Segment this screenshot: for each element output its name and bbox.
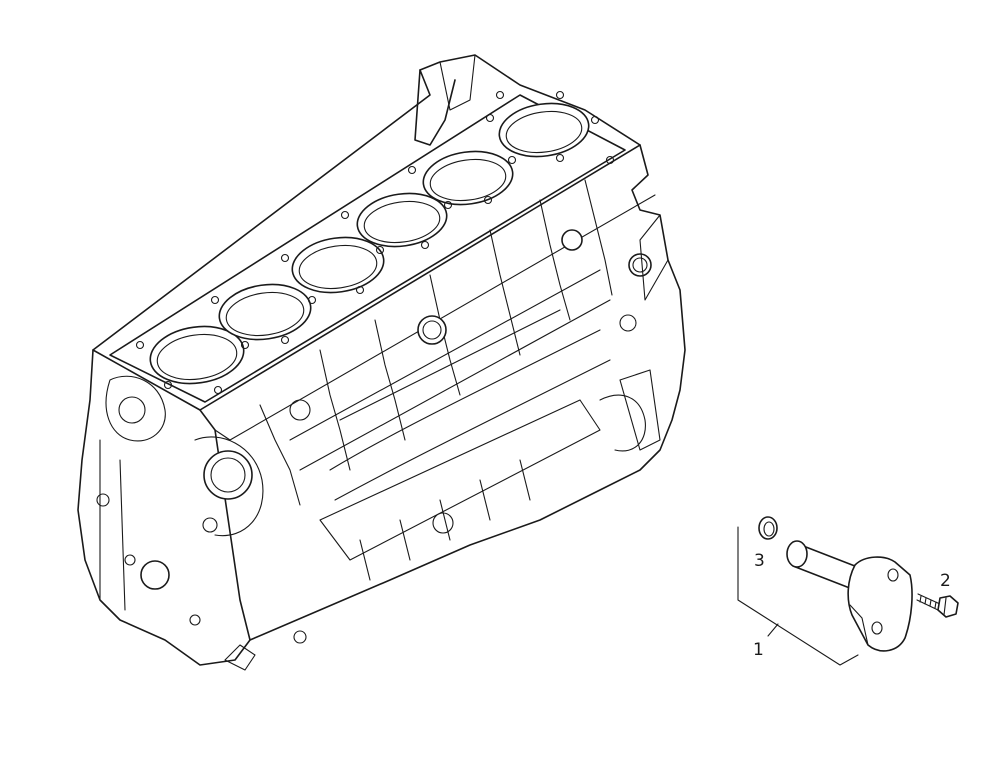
part-2-bolt: [916, 593, 959, 618]
engine-block: [77, 54, 686, 671]
block-rear-details: [289, 214, 669, 534]
part-3-seal-ring: [758, 516, 778, 540]
callout-3: 3: [754, 551, 765, 571]
callout-2: 2: [940, 571, 951, 591]
callout-1: 1: [753, 640, 764, 660]
leader-lines: [737, 526, 859, 666]
part-1-tube-flange: [786, 540, 913, 652]
head-bolt-holes: [135, 90, 615, 395]
cylinder-bores: [149, 102, 590, 385]
block-front-details: [96, 375, 307, 671]
block-side-ribs: [259, 179, 613, 581]
